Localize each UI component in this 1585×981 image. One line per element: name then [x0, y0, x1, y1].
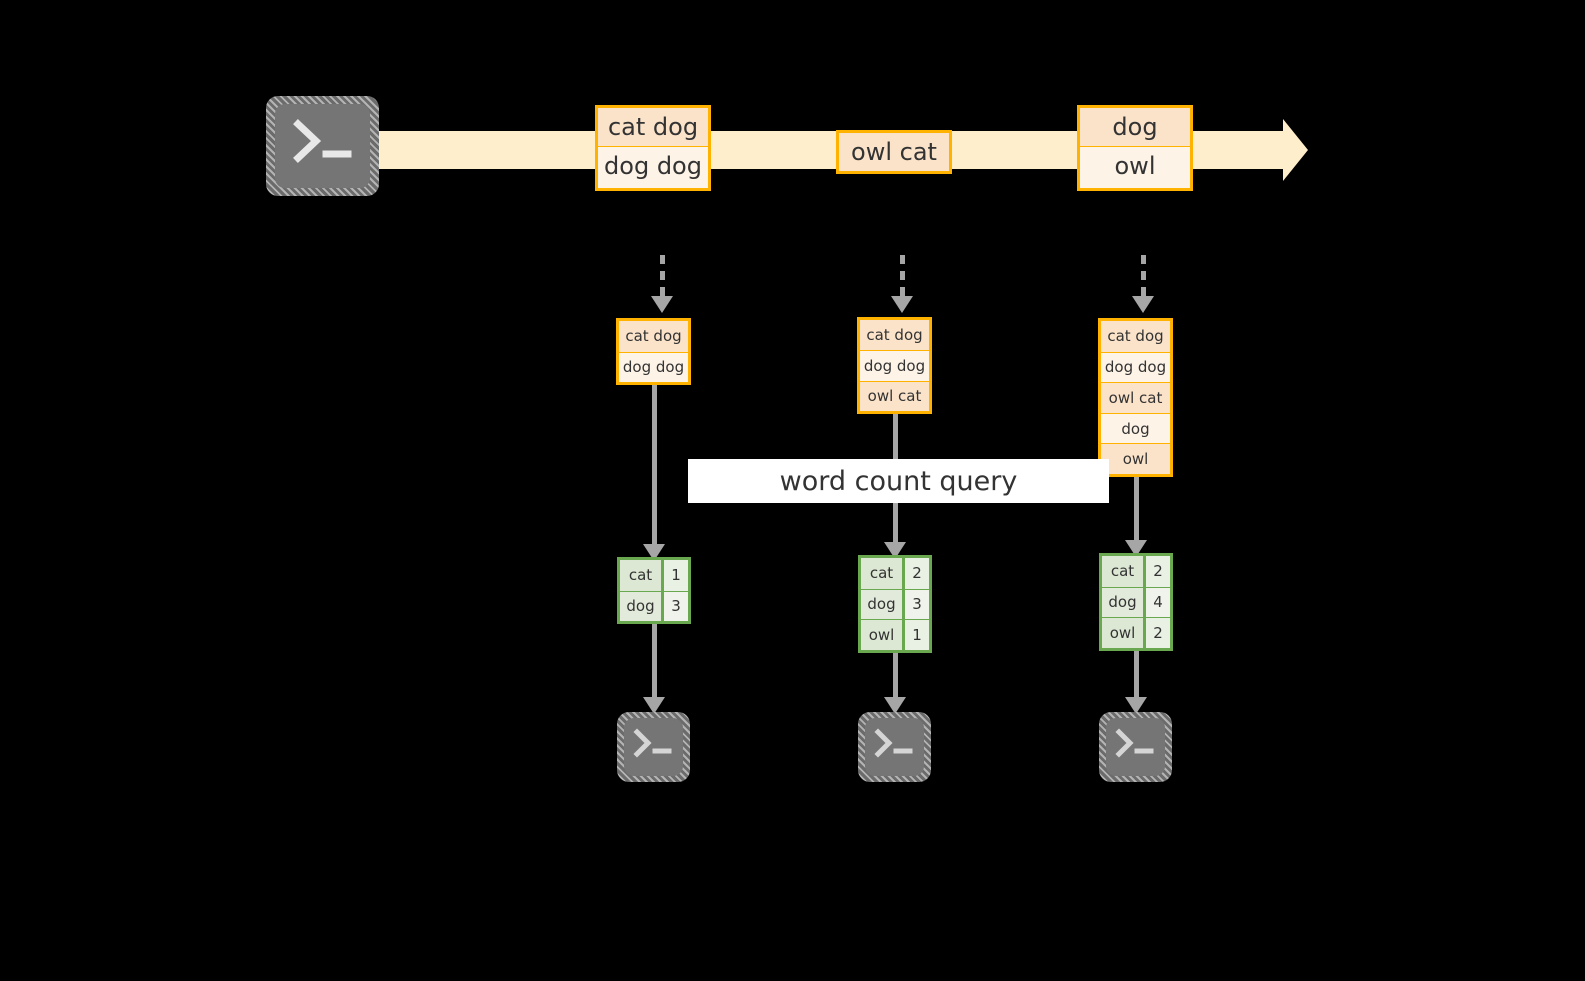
- word-cell: dog: [620, 591, 664, 621]
- terminal-prompt-icon: [293, 119, 352, 163]
- log-entry: cat dog: [860, 320, 929, 351]
- snapshot-2-result-table[interactable]: cat 2 dog 3 owl 1: [858, 555, 932, 653]
- terminal-prompt-icon: [1115, 728, 1154, 758]
- count-cell: 4: [1146, 587, 1170, 618]
- word-cell: dog: [861, 589, 905, 620]
- stream-message-group-2[interactable]: owl cat: [836, 130, 952, 174]
- word-cell: owl: [861, 620, 905, 650]
- snapshot-2-tap-arrow: [891, 255, 913, 313]
- stream-message-line: dog: [1080, 108, 1190, 146]
- snapshot-1-output-arrow: [643, 624, 665, 714]
- stream-message-group-1[interactable]: cat dog dog dog: [595, 105, 711, 191]
- count-cell: 2: [1146, 556, 1170, 587]
- count-cell: 3: [664, 591, 688, 621]
- word-count-query-label: word count query: [688, 459, 1109, 503]
- word-cell: cat: [1102, 556, 1146, 587]
- count-cell: 3: [905, 589, 929, 620]
- log-entry: dog: [1101, 412, 1170, 444]
- count-cell: 2: [1146, 618, 1170, 648]
- stream-message-group-3[interactable]: dog owl: [1077, 105, 1193, 191]
- stream-message-line: owl cat: [839, 133, 949, 171]
- log-entry: dog dog: [1101, 351, 1170, 383]
- stream-message-line: owl: [1080, 146, 1190, 184]
- snapshot-1-log[interactable]: cat dog dog dog: [616, 318, 691, 385]
- stream-message-line: dog dog: [598, 146, 708, 184]
- table-row: dog 3: [861, 588, 929, 620]
- word-cell: cat: [861, 558, 905, 589]
- snapshot-3-log[interactable]: cat dog dog dog owl cat dog owl: [1098, 318, 1173, 477]
- log-entry: dog dog: [860, 350, 929, 381]
- table-row: dog 3: [620, 590, 688, 621]
- snapshot-2-log[interactable]: cat dog dog dog owl cat: [857, 317, 932, 414]
- stream-message-line: cat dog: [598, 108, 708, 146]
- snapshot-2-consumer-terminal-icon[interactable]: [858, 712, 931, 782]
- producer-terminal-icon[interactable]: [266, 96, 379, 196]
- log-entry: owl: [1101, 443, 1170, 474]
- terminal-screen: [1106, 718, 1165, 776]
- snapshot-2-output-arrow: [884, 653, 906, 714]
- count-cell: 1: [905, 620, 929, 650]
- snapshot-3-tap-arrow: [1132, 255, 1154, 313]
- count-cell: 1: [664, 560, 688, 591]
- snapshot-3-output-arrow: [1125, 651, 1147, 714]
- table-row: cat 2: [1102, 556, 1170, 587]
- word-cell: owl: [1102, 618, 1146, 648]
- table-row: dog 4: [1102, 586, 1170, 618]
- log-entry: owl cat: [1101, 382, 1170, 413]
- log-entry: dog dog: [619, 351, 688, 382]
- snapshot-1-consumer-terminal-icon[interactable]: [617, 712, 690, 782]
- snapshot-1-tap-arrow: [651, 255, 673, 313]
- word-cell: dog: [1102, 587, 1146, 618]
- log-entry: owl cat: [860, 380, 929, 412]
- terminal-screen: [275, 104, 370, 188]
- terminal-prompt-icon: [633, 728, 672, 758]
- snapshot-1-query-arrow: [643, 385, 665, 561]
- terminal-screen: [865, 718, 924, 776]
- stream-band-arrowhead: [1283, 119, 1308, 181]
- table-row: owl 2: [1102, 617, 1170, 648]
- snapshot-3-result-table[interactable]: cat 2 dog 4 owl 2: [1099, 553, 1173, 651]
- table-row: cat 1: [620, 560, 688, 591]
- snapshot-3-query-arrow: [1125, 477, 1147, 557]
- log-entry: cat dog: [1101, 321, 1170, 352]
- snapshot-3-consumer-terminal-icon[interactable]: [1099, 712, 1172, 782]
- table-row: cat 2: [861, 558, 929, 589]
- word-cell: cat: [620, 560, 664, 591]
- count-cell: 2: [905, 558, 929, 589]
- terminal-screen: [624, 718, 683, 776]
- terminal-prompt-icon: [874, 728, 913, 758]
- table-row: owl 1: [861, 619, 929, 650]
- snapshot-1-result-table[interactable]: cat 1 dog 3: [617, 557, 691, 624]
- log-entry: cat dog: [619, 321, 688, 352]
